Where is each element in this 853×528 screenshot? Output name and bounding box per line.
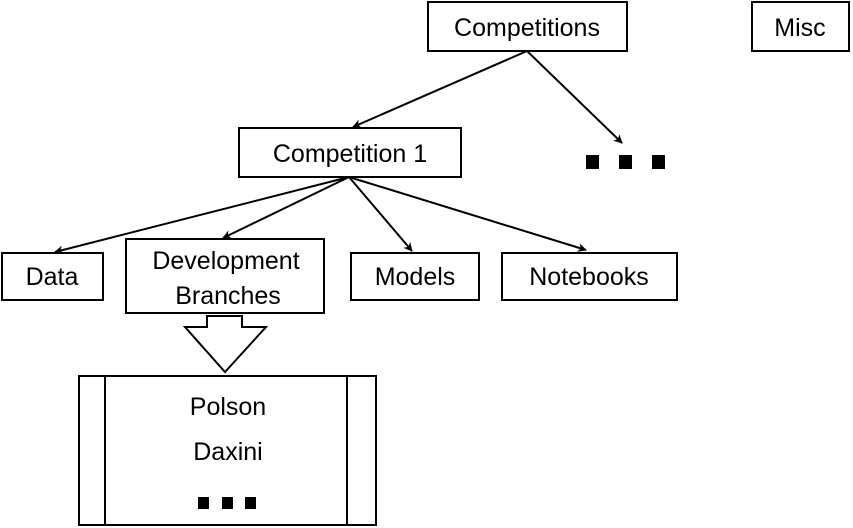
edge-competition-1-to-development-branches xyxy=(222,176,350,239)
node-models-label: Models xyxy=(375,263,456,291)
edge-competition-1-to-notebooks xyxy=(348,176,587,252)
edge-competitions-to-more xyxy=(526,50,623,144)
node-notebooks: Notebooks xyxy=(501,252,678,301)
branch-list-item: Daxini xyxy=(193,438,262,466)
node-competition-1: Competition 1 xyxy=(238,127,462,178)
node-models: Models xyxy=(350,252,480,301)
edge-competition-1-to-models xyxy=(348,176,413,252)
node-development-branches-label-line2: Branches xyxy=(175,282,281,310)
branch-list: Polson Daxini xyxy=(78,375,377,526)
node-data-label: Data xyxy=(26,263,79,291)
edge-competitions-to-competition-1 xyxy=(352,50,528,128)
node-competition-1-label: Competition 1 xyxy=(273,140,427,168)
branch-list-item: Polson xyxy=(190,393,266,421)
node-notebooks-label: Notebooks xyxy=(529,263,649,291)
node-data: Data xyxy=(1,252,104,301)
node-misc-label: Misc xyxy=(774,14,825,42)
more-competitions-ellipsis xyxy=(586,155,665,169)
edge-competition-1-to-data xyxy=(54,176,350,255)
node-development-branches-label-line1: Development xyxy=(152,247,299,275)
node-competitions: Competitions xyxy=(427,1,628,52)
node-competitions-label: Competitions xyxy=(454,14,600,42)
branch-list-ellipsis xyxy=(198,497,256,509)
node-misc: Misc xyxy=(751,1,850,52)
edges xyxy=(54,50,623,255)
block-arrow-down xyxy=(182,315,269,374)
node-development-branches: Development Branches xyxy=(125,238,325,314)
